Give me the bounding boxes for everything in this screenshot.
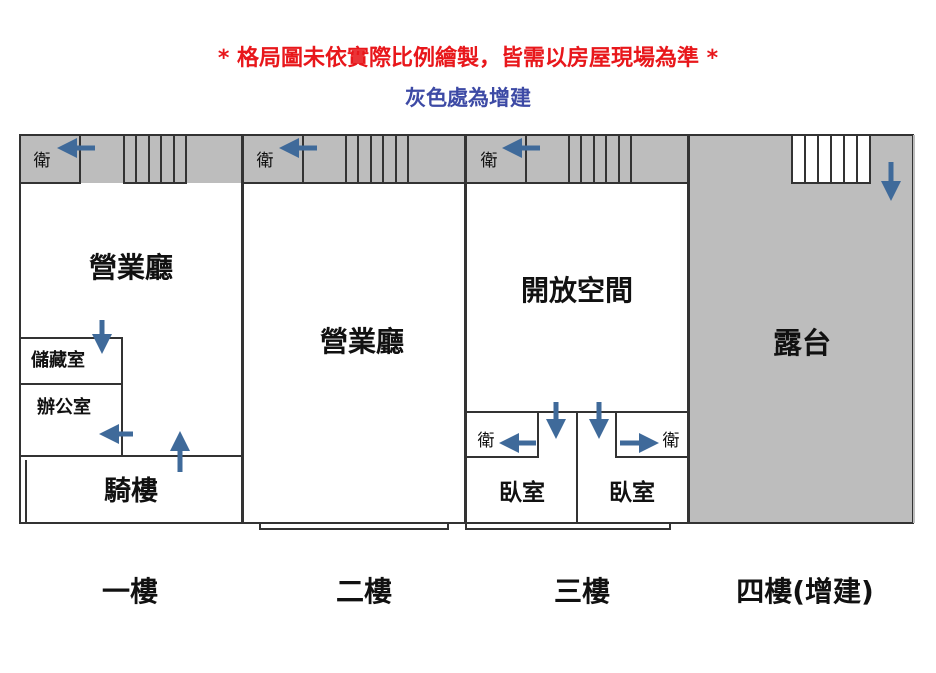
floor-3-bedroom-right-label: 臥室	[609, 479, 655, 506]
stairs-icon	[345, 134, 409, 184]
floor-1-label: 一樓	[101, 575, 158, 608]
floor-2-label: 二樓	[335, 575, 392, 608]
floor-1-office-label: 辦公室	[37, 396, 91, 418]
floor-2-balcony-step	[259, 522, 449, 530]
floor-3-bathroom-label: 衛	[481, 151, 498, 171]
floor-2-plan: 衛 營業廳	[242, 134, 466, 530]
floor-4-terrace-label: 露台	[773, 326, 831, 360]
disclaimer-note: * 格局圖未依實際比例繪製，皆需以房屋現場為準 *	[217, 46, 719, 71]
addition-legend-note: 灰色處為增建	[405, 86, 531, 110]
floor-3-plan: 衛 開放空間 衛 衛 臥室 臥室	[465, 134, 689, 530]
floor-1-arcade-label: 騎樓	[104, 476, 158, 507]
floor-3-bathroom-right-label: 衛	[663, 431, 680, 451]
floor-4-label: 四樓(增建)	[736, 575, 874, 608]
floor-1-plan: 衛 營業廳 儲藏室 辦公室 騎樓	[19, 134, 243, 524]
floor-2-bathroom-label: 衛	[257, 151, 274, 171]
floor-1-bathroom-label: 衛	[34, 151, 51, 171]
floor-3-bedroom-left-label: 臥室	[499, 479, 545, 506]
floor-1-business-hall-label: 營業廳	[89, 251, 173, 284]
floor-1-storage-label: 儲藏室	[31, 349, 85, 371]
floor-4-right-gutter	[913, 135, 915, 523]
floor-3-bathroom-left-label: 衛	[478, 431, 495, 451]
floor-1-outline	[19, 134, 243, 524]
stairs-icon	[791, 134, 871, 184]
floor-2-business-hall-label: 營業廳	[320, 325, 404, 358]
floor-3-label: 三樓	[553, 575, 610, 608]
floor-4-plan: 露台	[688, 134, 915, 524]
stairs-icon	[123, 134, 187, 184]
stairs-icon	[568, 134, 632, 184]
floor-3-open-space-label: 開放空間	[521, 274, 633, 307]
floor-3-balcony-step	[465, 522, 671, 530]
